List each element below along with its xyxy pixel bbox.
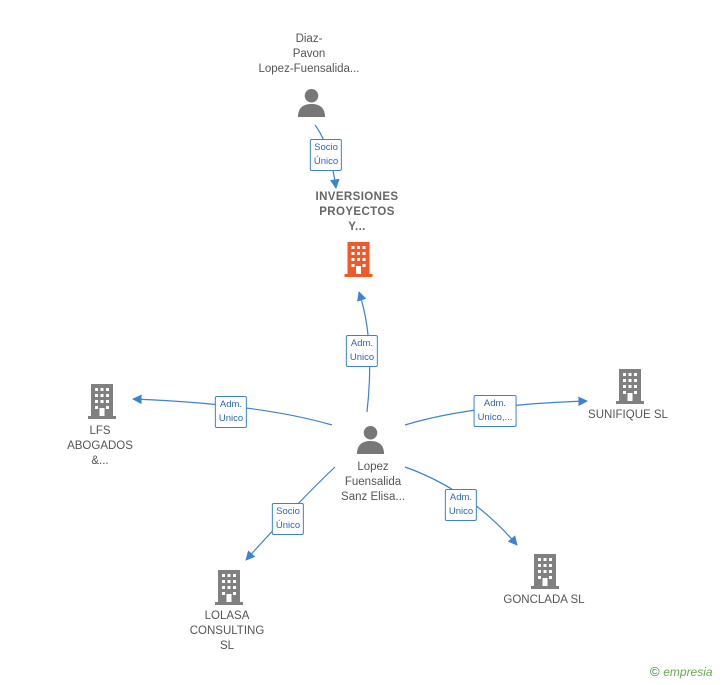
label-line: Lopez-Fuensalida...: [258, 63, 360, 75]
label-line: INVERSIONES: [315, 191, 399, 203]
node-top-person-label[interactable]: Diaz- Pavon Lopez-Fuensalida...: [258, 32, 359, 77]
label-line: Sanz Elisa...: [341, 491, 405, 503]
label-line: PROYECTOS: [319, 206, 395, 218]
label-line: Fuensalida: [344, 476, 402, 488]
edge-label-line: Adm.: [449, 492, 473, 503]
edge-label-line: Adm.: [483, 398, 507, 409]
label-line: LFS: [89, 425, 111, 437]
person-icon[interactable]: [356, 425, 385, 454]
edge-label-center-to-gonclada[interactable]: Adm. Unico: [444, 489, 478, 521]
label-line: &...: [91, 455, 109, 467]
building-icon[interactable]: [215, 570, 243, 605]
edge-label-line: Único: [313, 156, 339, 167]
label-line: ABOGADOS: [67, 440, 133, 452]
person-icon[interactable]: [297, 88, 326, 117]
brand-logo[interactable]: empresia: [663, 665, 713, 679]
label-line: LOLASA: [204, 610, 250, 622]
label-line: CONSULTING: [189, 625, 265, 637]
node-lolasa-label[interactable]: LOLASA CONSULTING SL: [190, 609, 265, 654]
edge-label-line: Unico,...: [477, 412, 513, 423]
edge-label-line: Único: [275, 520, 301, 531]
edge-label-center-to-sunifique[interactable]: Adm. Unico,...: [473, 395, 517, 427]
label-line: Lopez: [357, 461, 389, 473]
edge-label-center-to-main[interactable]: Adm. Unico: [345, 335, 379, 367]
building-icon[interactable]: [531, 554, 559, 589]
copyright-icon: ©: [650, 664, 660, 679]
node-center-person-label[interactable]: Lopez Fuensalida Sanz Elisa...: [341, 460, 405, 505]
label-line: GONCLADA SL: [503, 594, 585, 606]
building-icon[interactable]: [88, 384, 116, 419]
edge-label-line: Unico: [218, 413, 244, 424]
node-lfs-label[interactable]: LFS ABOGADOS &...: [67, 424, 133, 469]
edge-label-line: Socio: [314, 142, 338, 153]
label-line: SUNIFIQUE SL: [588, 409, 668, 421]
label-line: Diaz-: [295, 33, 323, 45]
building-icon[interactable]: [344, 242, 373, 277]
edge-label-center-to-lfs[interactable]: Adm. Unico: [214, 396, 248, 428]
building-icon[interactable]: [616, 369, 644, 404]
edge-label-line: Adm.: [350, 338, 374, 349]
node-sunifique-label[interactable]: SUNIFIQUE SL: [588, 408, 668, 423]
copyright-notice: © empresia: [650, 664, 713, 679]
node-gonclada-label[interactable]: GONCLADA SL: [503, 593, 584, 608]
label-line: Pavon: [292, 48, 326, 60]
label-line: SL: [219, 640, 235, 652]
edge-label-line: Unico: [448, 506, 474, 517]
edge-label-line: Adm.: [219, 399, 243, 410]
edge-label-center-to-lolasa[interactable]: Socio Único: [271, 503, 305, 535]
node-main-company-label[interactable]: INVERSIONES PROYECTOS Y...: [315, 190, 398, 235]
label-line: Y...: [348, 221, 366, 233]
edge-label-line: Socio: [276, 506, 300, 517]
edge-label-line: Unico: [349, 352, 375, 363]
edge-label-top-to-main[interactable]: Socio Único: [309, 139, 343, 171]
